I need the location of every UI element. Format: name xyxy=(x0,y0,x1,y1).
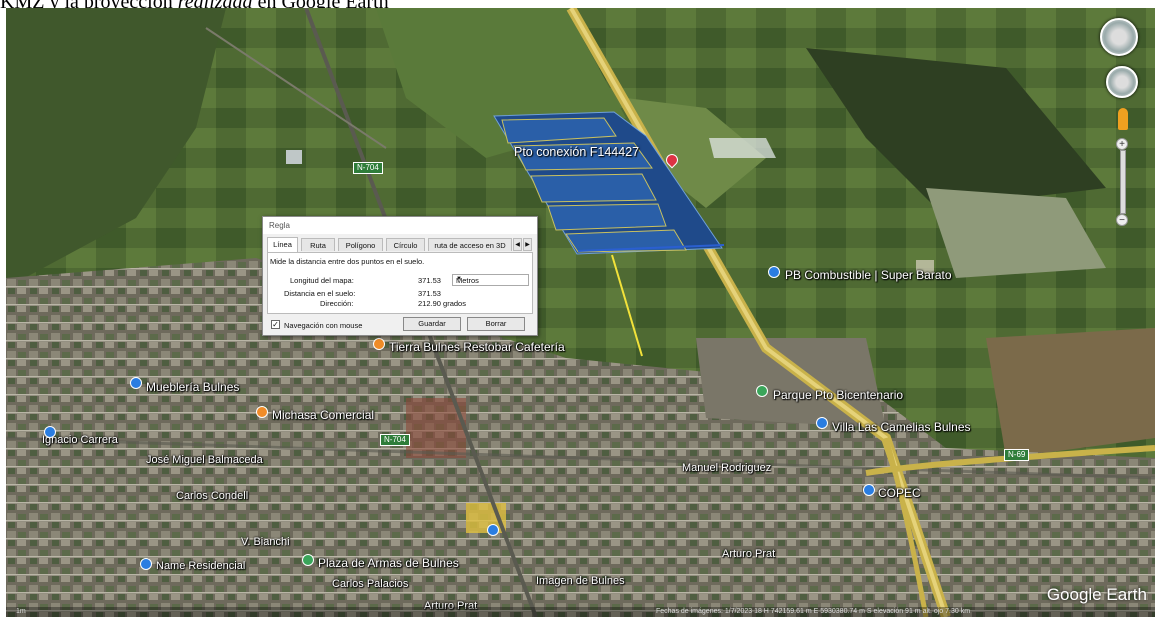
street-label: Ignacio Carrera xyxy=(42,434,118,446)
shop-icon[interactable] xyxy=(256,406,268,418)
park-icon[interactable] xyxy=(756,385,768,397)
status-bar: 1m Fechas de imágenes: 1/7/2023 18 H 742… xyxy=(6,607,1155,617)
clear-button[interactable]: Borrar xyxy=(467,317,525,331)
close-button[interactable] xyxy=(517,217,537,234)
zoom-out-icon[interactable]: − xyxy=(1116,214,1128,226)
satellite-imagery xyxy=(6,8,1155,617)
heading-label: Dirección: xyxy=(320,299,354,308)
place-icon[interactable] xyxy=(44,426,56,438)
street-label: Manuel Rodriguez xyxy=(682,462,772,474)
street-label: Arturo Prat xyxy=(424,600,478,612)
street-view-pegman-icon[interactable] xyxy=(1118,108,1128,130)
tab-line[interactable]: Línea xyxy=(267,237,298,252)
street-label: José Miguel Balmaceda xyxy=(146,454,263,466)
road-tag: N-704 xyxy=(353,162,383,174)
map-view[interactable]: Pto conexión F144427 PB Combustible | Su… xyxy=(6,8,1155,617)
google-earth-logo: Google Earth xyxy=(1046,585,1147,604)
shop-icon[interactable] xyxy=(130,377,142,389)
ruler-description: Mide la distancia entre dos puntos en el… xyxy=(270,257,425,266)
street-label: Carlos Condell xyxy=(176,490,249,502)
tab-scroll-right-icon[interactable]: ▶ xyxy=(523,238,532,251)
ground-distance-value: 371.53 xyxy=(418,289,441,298)
zoom-slider[interactable] xyxy=(1120,150,1126,214)
place-label[interactable]: PB Combustible | Super Barato xyxy=(785,268,952,282)
zoom-in-icon[interactable]: + xyxy=(1116,138,1128,150)
tab-polygon[interactable]: Polígono xyxy=(338,238,383,251)
save-button[interactable]: Guardar xyxy=(403,317,461,331)
ruler-tabs: Línea Ruta Polígono Círculo ruta de acce… xyxy=(267,237,532,252)
street-label: Arturo Prat xyxy=(722,548,776,560)
unit-select[interactable]: Metros ▼ xyxy=(452,274,529,286)
place-label[interactable]: Parque Pto Bicentenario xyxy=(773,388,904,402)
tab-3d-path[interactable]: ruta de acceso en 3D xyxy=(428,238,512,251)
street-label: V. Bianchi xyxy=(241,536,290,548)
place-label: Imagen de Bulnes xyxy=(536,575,625,587)
place-label[interactable]: Mueblería Bulnes xyxy=(146,380,240,394)
road-tag: N-704 xyxy=(380,434,410,446)
ground-distance-label: Distancia en el suelo: xyxy=(284,289,356,298)
map-length-value: 371.53 xyxy=(418,276,441,285)
place-icon[interactable] xyxy=(140,558,152,570)
move-control-icon[interactable] xyxy=(1106,66,1138,98)
ruler-panel: Mide la distancia entre dos puntos en el… xyxy=(267,252,533,314)
place-label[interactable]: Name Residencial xyxy=(156,560,246,572)
place-label[interactable]: Michasa Comercial xyxy=(272,408,375,422)
place-icon[interactable] xyxy=(816,417,828,429)
chevron-down-icon: ▼ xyxy=(456,276,462,282)
map-length-label: Longitud del mapa: xyxy=(290,276,354,285)
road-tag: N-69 xyxy=(1004,449,1030,461)
ruler-dialog-titlebar[interactable]: Regla xyxy=(263,217,537,234)
street-label: Carlos Palacios xyxy=(332,578,409,590)
place-label[interactable]: Villa Las Camelias Bulnes xyxy=(832,420,971,434)
mouse-navigation-label: Navegación con mouse xyxy=(284,321,363,330)
gas-station-icon[interactable] xyxy=(768,266,780,278)
tab-scroll-left-icon[interactable]: ◀ xyxy=(513,238,522,251)
place-label[interactable]: COPEC xyxy=(878,486,921,500)
tab-circle[interactable]: Círculo xyxy=(386,238,425,251)
connection-point-label: Pto conexión F144427 xyxy=(514,145,640,159)
look-control-icon[interactable] xyxy=(1100,18,1138,56)
restaurant-icon[interactable] xyxy=(373,338,385,350)
gas-station-icon[interactable] xyxy=(863,484,875,496)
place-label[interactable]: Tierra Bulnes Restobar Cafetería xyxy=(389,340,565,354)
place-label[interactable]: Plaza de Armas de Bulnes xyxy=(318,556,459,570)
heading-value: 212.90 grados xyxy=(418,299,466,308)
ruler-dialog: Regla Línea Ruta Polígono Círculo ruta d… xyxy=(262,216,538,336)
tab-path[interactable]: Ruta xyxy=(301,238,335,251)
place-icon[interactable] xyxy=(487,524,499,536)
mouse-navigation-checkbox[interactable]: ✓ xyxy=(271,320,280,329)
park-icon[interactable] xyxy=(302,554,314,566)
